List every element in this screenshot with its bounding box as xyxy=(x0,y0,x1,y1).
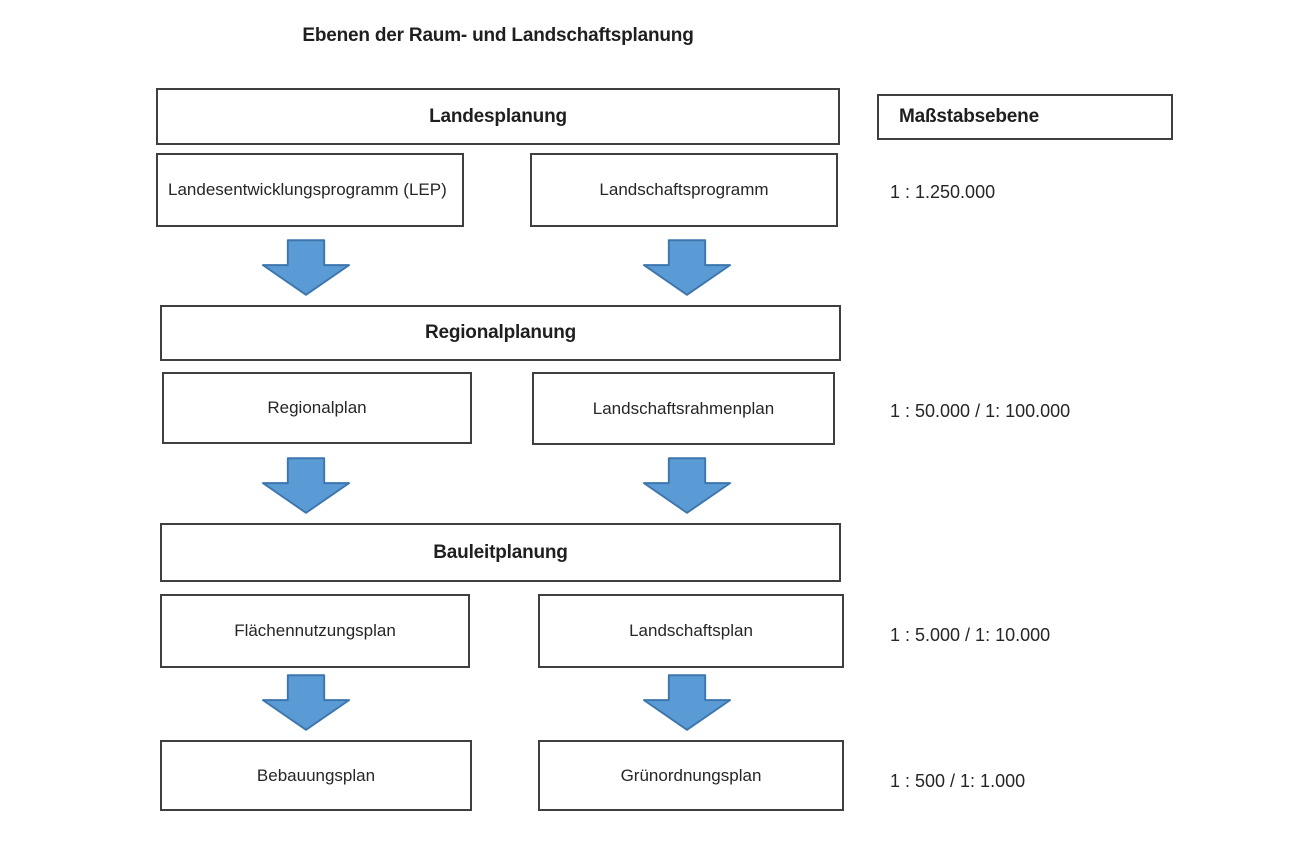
level-label: Regionalplanung xyxy=(424,322,577,343)
down-arrow-icon xyxy=(261,674,351,732)
plan-box-regionalplan: Regionalplan xyxy=(162,372,472,444)
down-arrow-icon xyxy=(642,457,732,515)
plan-box-landschaftsprogramm: Landschaftsprogramm xyxy=(530,153,838,227)
plan-label: Landschaftsprogramm xyxy=(599,180,769,199)
plan-label: Flächennutzungsplan xyxy=(234,621,396,640)
down-arrow-icon xyxy=(261,457,351,515)
plan-label: Landschaftsrahmenplan xyxy=(592,398,775,418)
plan-box-landschaftsrahmenplan: Landschaftsrahmenplan xyxy=(532,372,835,445)
level-box-regionalplanung: Regionalplanung xyxy=(160,305,841,361)
scale-value-level-4: 1 : 500 / 1: 1.000 xyxy=(890,771,1026,791)
plan-label: Bebauungsplan xyxy=(256,765,376,785)
diagram-title: Ebenen der Raum- und Landschaftsplanung xyxy=(302,25,694,46)
scale-column-header-label: Maßstabsebene xyxy=(899,106,1039,127)
plan-label: Landschaftsplan xyxy=(629,621,753,640)
scale-value-level-3: 1 : 5.000 / 1: 10.000 xyxy=(890,625,1051,645)
level-box-landesplanung: Landesplanung xyxy=(156,88,840,145)
level-label: Bauleitplanung xyxy=(433,541,568,563)
level-label: Landesplanung xyxy=(429,105,567,127)
down-arrow-icon xyxy=(261,239,351,297)
plan-box-flaechennutzungsplan: Flächennutzungsplan xyxy=(160,594,470,668)
level-box-bauleitplanung: Bauleitplanung xyxy=(160,523,841,582)
scale-value-level-2: 1 : 50.000 / 1: 100.000 xyxy=(890,401,1071,421)
scale-value-level-1: 1 : 1.250.000 xyxy=(890,182,996,202)
down-arrow-icon xyxy=(642,674,732,732)
down-arrow-icon xyxy=(642,239,732,297)
plan-label: Landesentwicklungsprogramm (LEP) xyxy=(168,179,447,199)
plan-box-gruenordnungsplan: Grünordnungsplan xyxy=(538,740,844,811)
plan-label: Regionalplan xyxy=(267,398,367,417)
plan-box-bebauungsplan: Bebauungsplan xyxy=(160,740,472,811)
plan-label: Grünordnungsplan xyxy=(620,765,762,785)
plan-box-landesentwicklungsprogramm: Landesentwicklungsprogramm (LEP) xyxy=(156,153,464,227)
scale-column-header-box: Maßstabsebene xyxy=(877,94,1173,140)
plan-box-landschaftsplan: Landschaftsplan xyxy=(538,594,844,668)
